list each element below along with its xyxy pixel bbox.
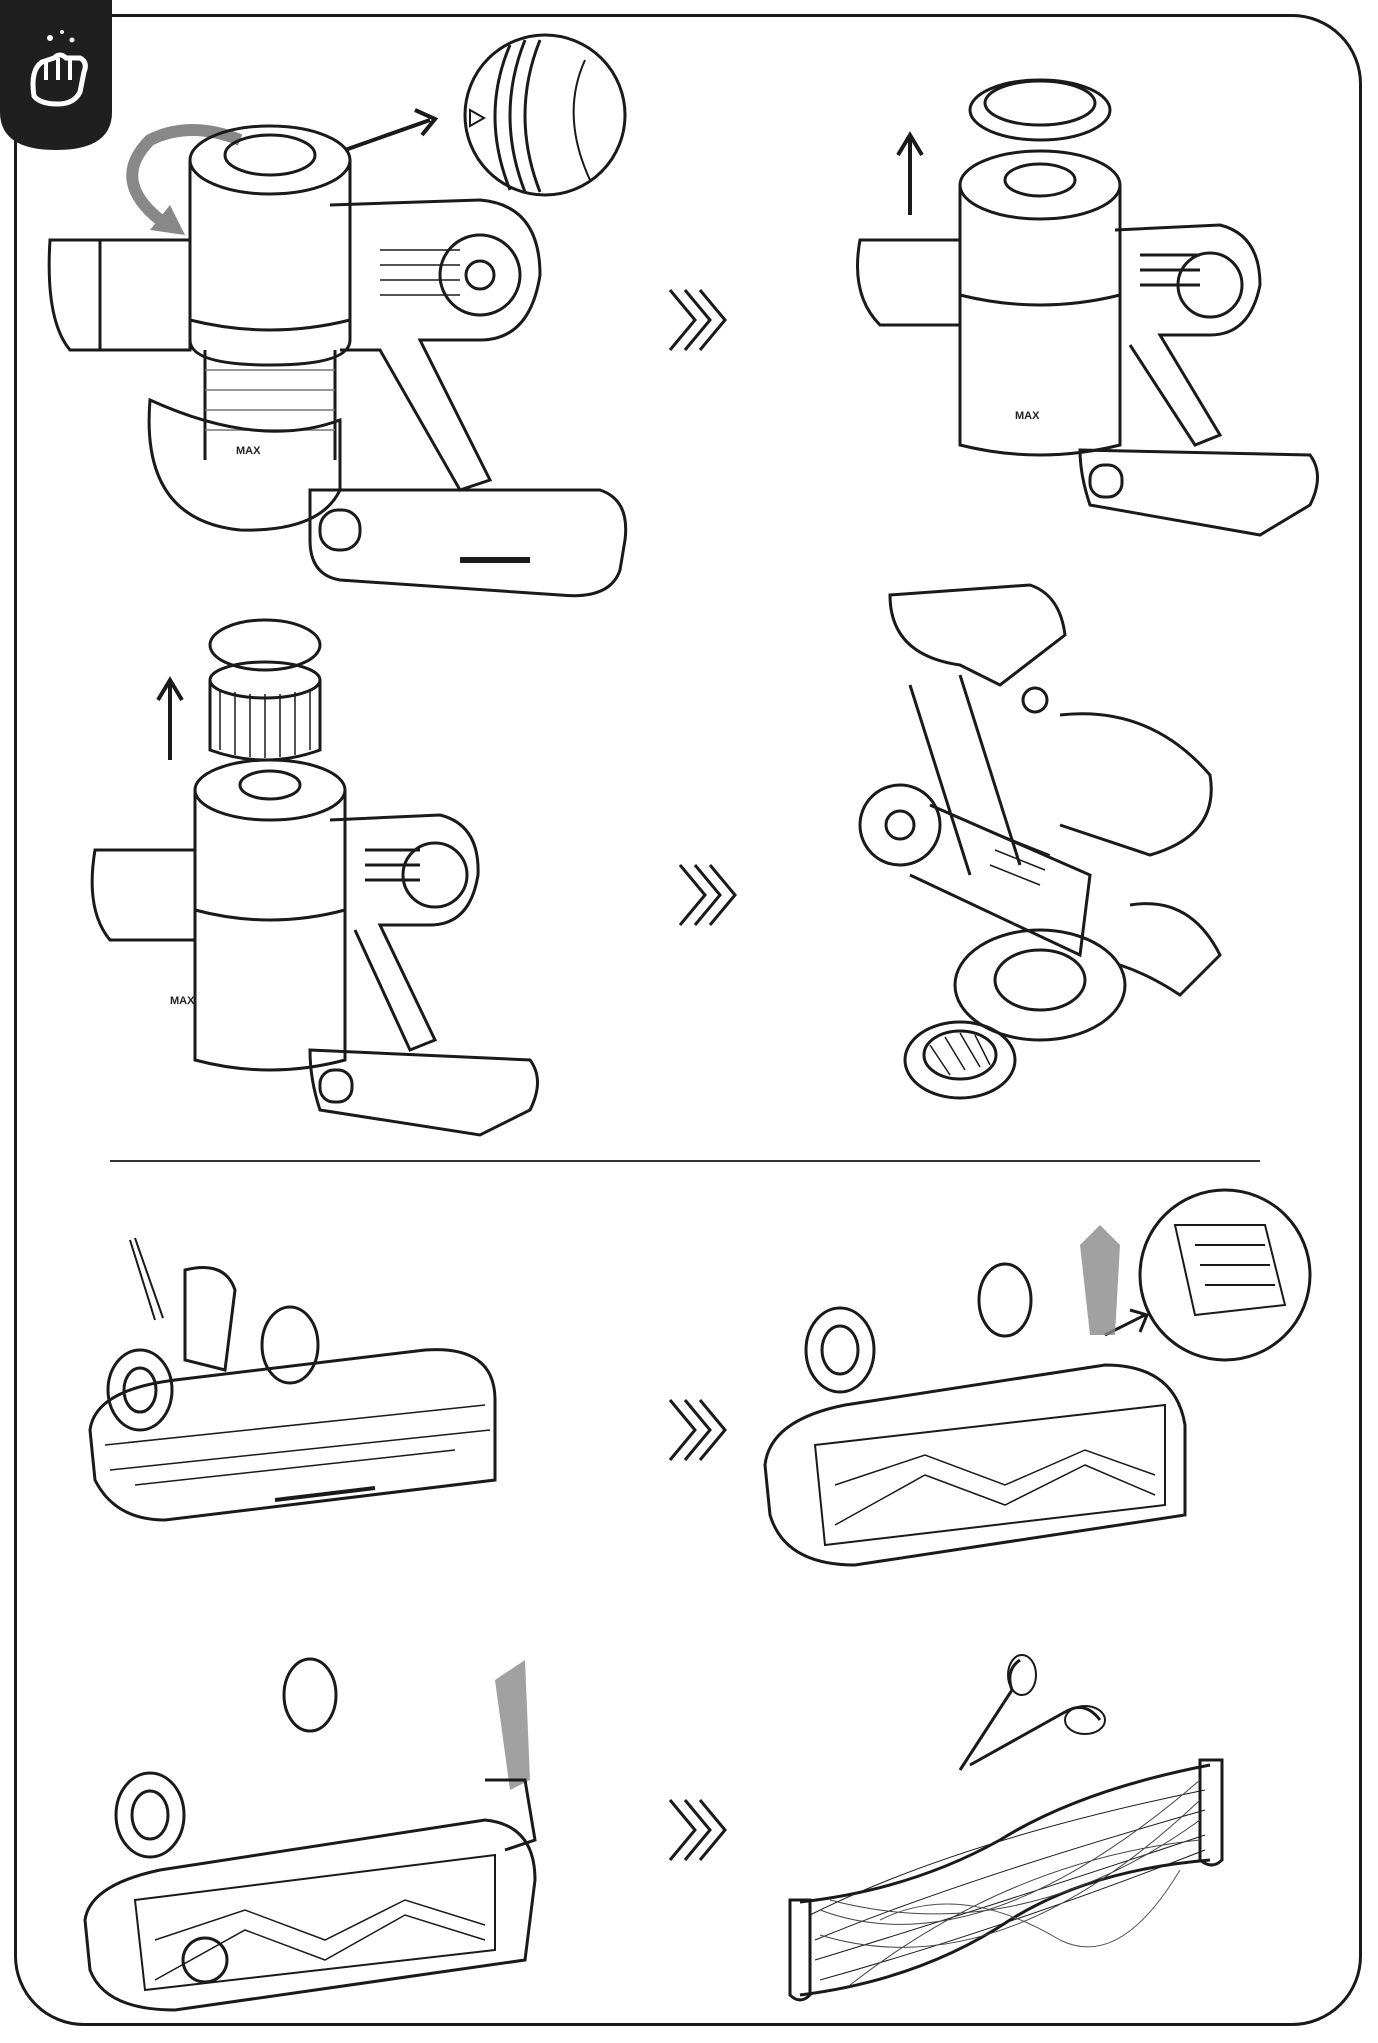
- pointer-arrow-icon: [344, 118, 431, 152]
- step-3-remove-filter-panel: MAX: [80, 610, 560, 1140]
- triple-chevron-right-icon: [678, 864, 737, 926]
- page-frame: [14, 14, 1362, 2026]
- arrow-up-icon: [156, 676, 184, 760]
- rotate-arrow-icon: [126, 124, 243, 225]
- step-2-lift-lid-panel: MAX: [840, 55, 1320, 555]
- zoom-detail-circle: [463, 33, 627, 197]
- triple-chevron-right-icon: [668, 289, 727, 351]
- arrow-up-icon: [495, 1660, 530, 1790]
- max-label: MAX: [170, 995, 195, 1007]
- step-7-remove-brush-roll-panel: [65, 1640, 565, 2020]
- triple-chevron-right-icon: [668, 1799, 727, 1861]
- step-6-release-latch-panel: [745, 1185, 1335, 1625]
- zoom-detail-circle: [1138, 1188, 1312, 1362]
- step-5-brush-head-panel: [75, 1230, 525, 1610]
- triple-chevron-right-icon: [668, 1399, 727, 1461]
- step-1-twist-dustbin-panel: MAX: [40, 20, 670, 620]
- step-arrow-1: [660, 280, 740, 360]
- step-8-cut-hair-panel: [760, 1640, 1250, 2010]
- scissors-icon: [958, 1654, 1106, 1771]
- cleaning-hand-icon: [0, 0, 112, 150]
- max-label: MAX: [1015, 410, 1040, 422]
- step-4-remove-inner-filter-panel: [850, 575, 1250, 1135]
- corner-badge: [0, 0, 112, 150]
- max-label: MAX: [236, 445, 261, 457]
- step-arrow-2: [670, 855, 750, 935]
- step-arrow-3: [660, 1390, 740, 1470]
- arrow-up-icon: [1080, 1225, 1120, 1335]
- arrow-up-icon: [896, 131, 924, 215]
- section-divider: [110, 1160, 1260, 1162]
- step-arrow-4: [660, 1790, 740, 1870]
